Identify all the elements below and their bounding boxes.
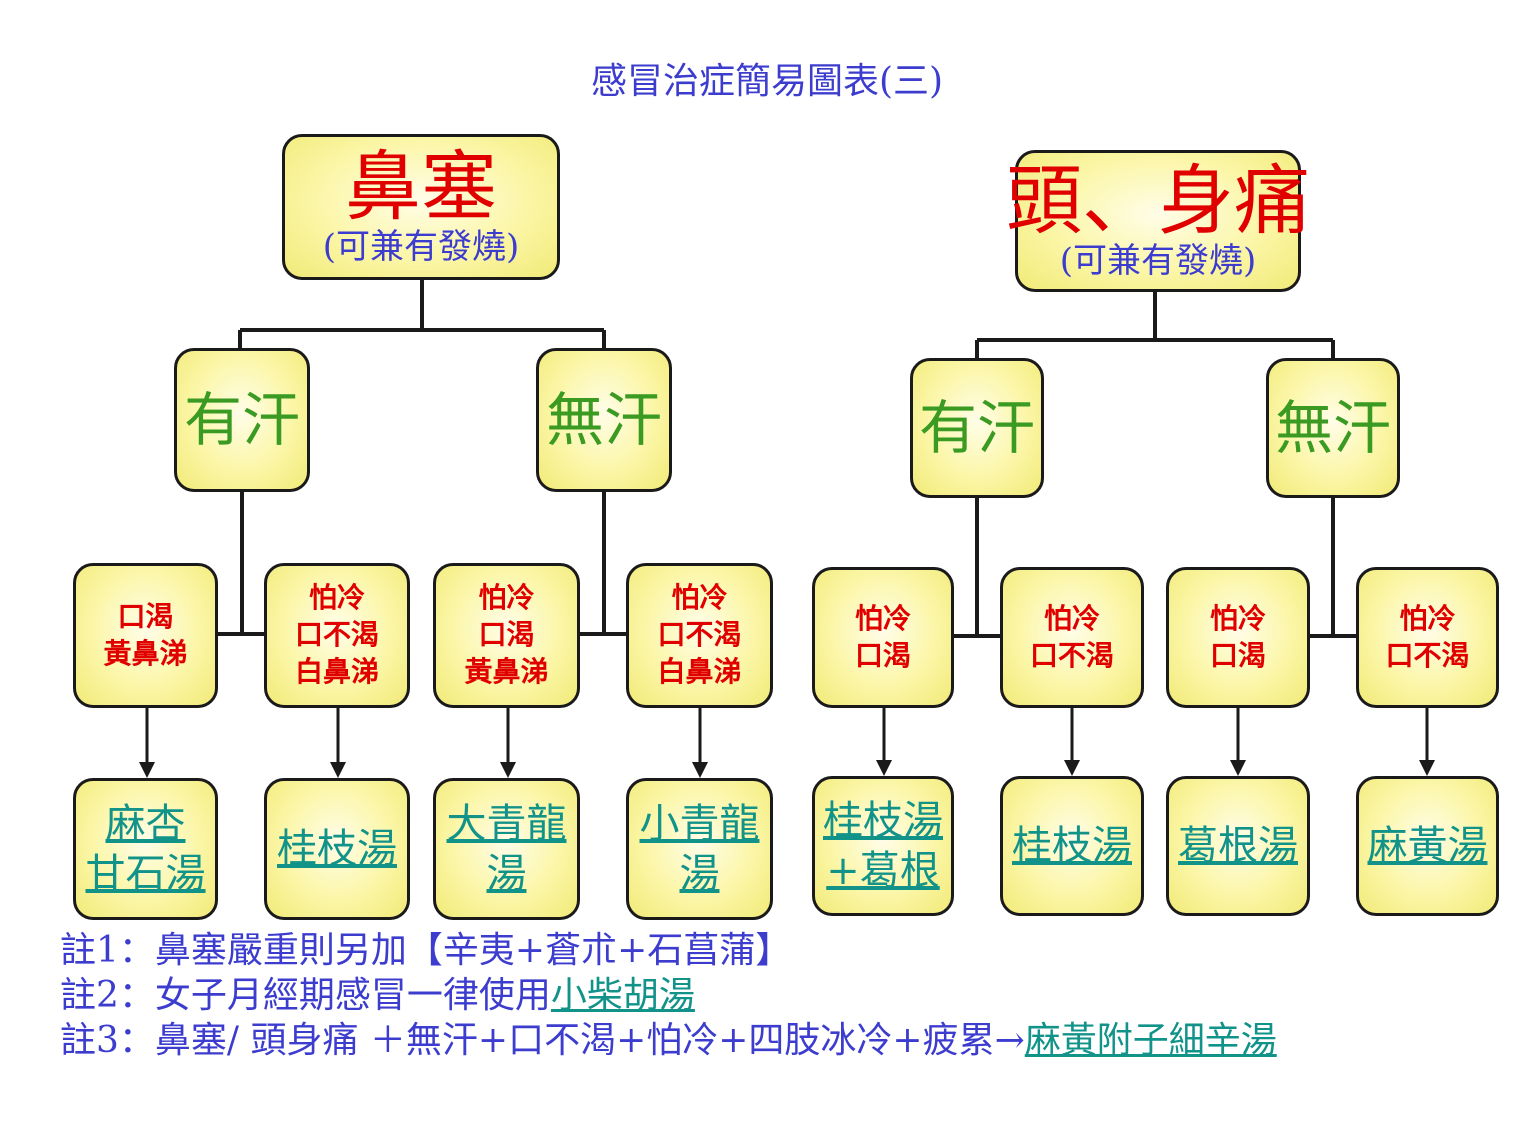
remedy-link[interactable]: 葛根湯 (1166, 776, 1310, 916)
remedy-link[interactable]: 小青龍 湯 (626, 778, 773, 920)
condition-box: 怕冷 口不渴 (1000, 567, 1144, 708)
note-2-text: 註2：女子月經期感冒一律使用 (60, 975, 551, 1016)
condition-box: 怕冷 口不渴 白鼻涕 (264, 563, 410, 708)
condition-line: 口不渴 (1385, 638, 1470, 672)
remedy-line: 桂枝湯 (1012, 823, 1132, 869)
remedy-line: 湯 (679, 851, 720, 897)
root-sublabel: (可兼有發燒) (1059, 240, 1257, 281)
sweat-label: 有汗 (918, 394, 1035, 462)
root-label: 鼻塞 (345, 141, 497, 231)
note-3-link[interactable]: 麻黃附子細辛湯 (1024, 1020, 1277, 1061)
condition-line: 口渴 (478, 618, 535, 652)
condition-line: 怕冷 (1399, 601, 1456, 635)
remedy-line: +葛根 (826, 848, 940, 894)
node-no-sweating-right: 無汗 (1266, 358, 1400, 498)
remedy-line: 麻杏 (105, 801, 186, 847)
remedy-line: 甘石湯 (85, 851, 206, 897)
condition-line: 怕冷 (478, 581, 535, 615)
condition-line: 口渴 (117, 599, 174, 633)
note-3-text: 註3：鼻塞/ 頭身痛 ＋無汗+口不渴+怕冷+四肢冰冷+疲累→ (60, 1020, 1025, 1061)
condition-box: 怕冷 口渴 黃鼻涕 (433, 563, 580, 708)
sweat-label: 無汗 (545, 386, 662, 454)
condition-line: 口不渴 (1029, 638, 1114, 672)
remedy-line: 湯 (486, 851, 527, 897)
condition-line: 口渴 (854, 638, 911, 672)
condition-box: 怕冷 口不渴 白鼻涕 (626, 563, 773, 708)
condition-line: 黃鼻涕 (103, 636, 188, 670)
chart-title: 感冒治症簡易圖表(三) (590, 61, 944, 102)
root-sublabel: (可兼有發燒) (322, 226, 520, 267)
remedy-line: 葛根湯 (1178, 823, 1298, 869)
condition-line: 怕冷 (1043, 601, 1100, 635)
note-1: 註1：鼻塞嚴重則另加【辛夷+蒼朮+石菖蒲】 (60, 930, 792, 971)
remedy-line: 桂枝湯 (277, 826, 397, 872)
remedy-link[interactable]: 麻杏 甘石湯 (73, 778, 218, 920)
node-sweating-right: 有汗 (910, 358, 1044, 498)
node-sweating-left: 有汗 (174, 348, 310, 492)
sweat-label: 有汗 (183, 386, 300, 454)
condition-line: 怕冷 (1209, 601, 1266, 635)
condition-line: 怕冷 (308, 581, 365, 615)
remedy-line: 大青龍 (446, 801, 567, 847)
note-2-link[interactable]: 小柴胡湯 (550, 975, 695, 1016)
condition-line: 口不渴 (294, 618, 379, 652)
remedy-link[interactable]: 桂枝湯 (264, 778, 410, 920)
sweat-label: 無汗 (1274, 394, 1391, 462)
condition-box: 怕冷 口渴 (812, 567, 954, 708)
note-2: 註2：女子月經期感冒一律使用小柴胡湯 (60, 973, 1277, 1018)
condition-line: 口不渴 (657, 618, 742, 652)
condition-box: 口渴 黃鼻涕 (73, 563, 218, 708)
remedy-line: 桂枝湯 (823, 798, 943, 844)
condition-line: 黃鼻涕 (464, 654, 549, 688)
root-head-body-pain: 頭、身痛 (可兼有發燒) (1006, 150, 1310, 292)
note-3: 註3：鼻塞/ 頭身痛 ＋無汗+口不渴+怕冷+四肢冰冷+疲累→麻黃附子細辛湯 (60, 1018, 1277, 1063)
node-no-sweating-left: 無汗 (536, 348, 672, 492)
remedy-link[interactable]: 麻黃湯 (1356, 776, 1499, 916)
remedy-line: 小青龍 (639, 801, 760, 847)
remedy-line: 麻黃湯 (1367, 823, 1488, 869)
condition-line: 怕冷 (671, 581, 728, 615)
remedy-link[interactable]: 桂枝湯 +葛根 (812, 776, 954, 916)
condition-line: 怕冷 (854, 601, 911, 635)
condition-box: 怕冷 口渴 (1166, 567, 1310, 708)
condition-line: 白鼻涕 (294, 654, 379, 688)
root-label: 頭、身痛 (1006, 155, 1310, 245)
condition-line: 白鼻涕 (657, 654, 742, 688)
root-nasal-congestion: 鼻塞 (可兼有發燒) (282, 134, 560, 280)
condition-line: 口渴 (1209, 638, 1266, 672)
remedy-link[interactable]: 大青龍 湯 (433, 778, 580, 920)
footnotes: 註1：鼻塞嚴重則另加【辛夷+蒼朮+石菖蒲】 註2：女子月經期感冒一律使用小柴胡湯… (60, 928, 1277, 1063)
condition-box: 怕冷 口不渴 (1356, 567, 1499, 708)
remedy-link[interactable]: 桂枝湯 (1000, 776, 1144, 916)
